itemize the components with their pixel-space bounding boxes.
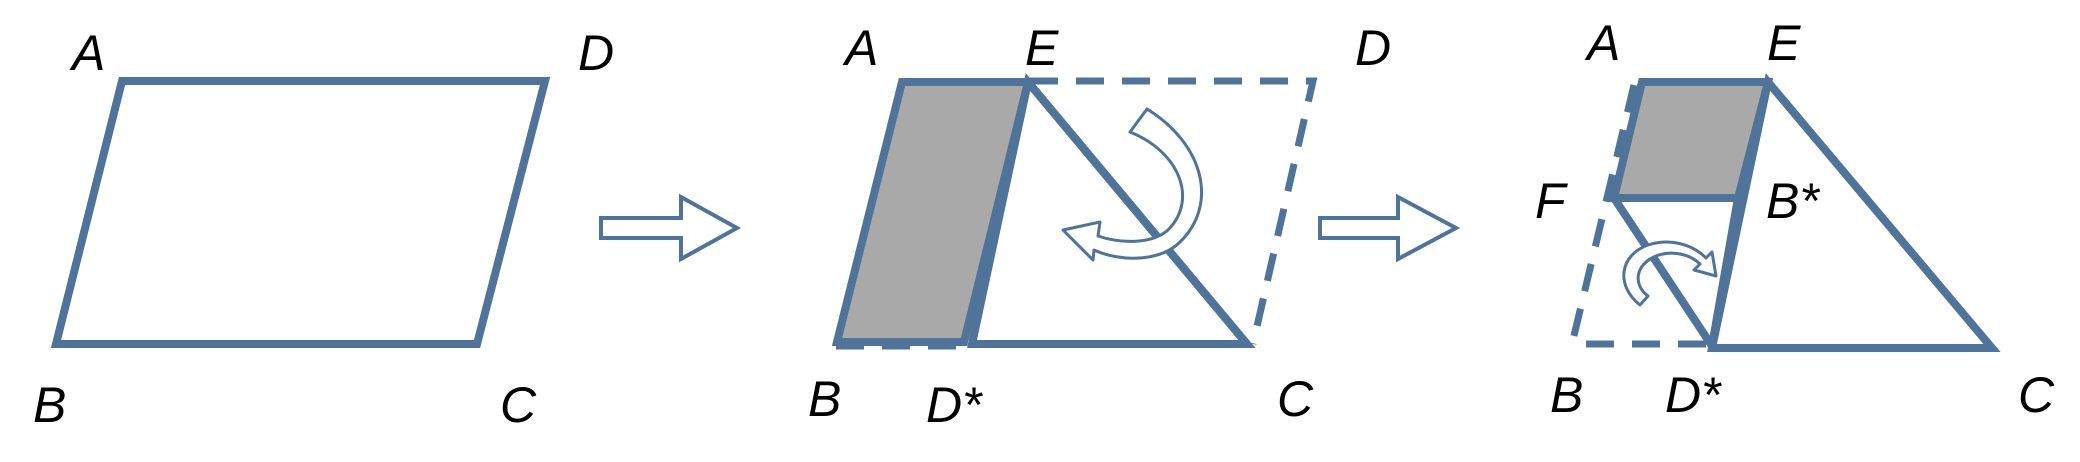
vertex-label-e: E: [1025, 20, 1059, 76]
right-arrow-icon-2: [1318, 193, 1461, 263]
fold-crease-ec: [1024, 79, 1251, 347]
fold-crease-f-dstar: [1610, 195, 1716, 349]
vertex-label-b: B: [808, 371, 841, 427]
vertex-label-d: D: [1355, 20, 1391, 76]
vertex-label-b-star: B*: [1766, 173, 1820, 229]
curved-fold-arrow-icon-2: [1622, 240, 1718, 307]
vertex-label-b: B: [33, 377, 66, 433]
vertex-label-a: A: [1584, 15, 1620, 71]
overlap-region: [837, 82, 1028, 342]
panel-3-second-fold: A E F B* B D* C: [1535, 15, 2055, 423]
vertex-label-d-star: D*: [1665, 367, 1722, 423]
vertex-label-d-star: D*: [926, 377, 983, 433]
vertex-label-b: B: [1550, 367, 1583, 423]
original-edge-dashed: [1030, 77, 1318, 345]
vertex-label-c: C: [500, 377, 537, 433]
vertex-label-a: A: [842, 20, 878, 76]
parallelogram-abcd: [50, 77, 551, 348]
triangle-ecd-star: [1707, 73, 2001, 352]
fold-segment-f-bstar: [1614, 194, 1743, 347]
panel-2-first-fold: A E D B D* C: [808, 20, 1391, 433]
vertex-label-c: C: [1277, 371, 1314, 427]
vertex-label-c: C: [2018, 367, 2055, 423]
shaded-parallelogram-outline: [831, 78, 1034, 346]
vertex-label-f: F: [1535, 173, 1568, 229]
vertex-label-d: D: [578, 25, 614, 81]
vertex-label-e: E: [1767, 15, 1801, 71]
panel-1-parallelogram: A D B C: [33, 25, 614, 433]
overlap-region: [1614, 82, 1768, 198]
right-arrow-icon-1: [599, 193, 742, 263]
curved-fold-arrow-icon-1: [1061, 107, 1203, 262]
vertex-label-a: A: [69, 25, 105, 81]
